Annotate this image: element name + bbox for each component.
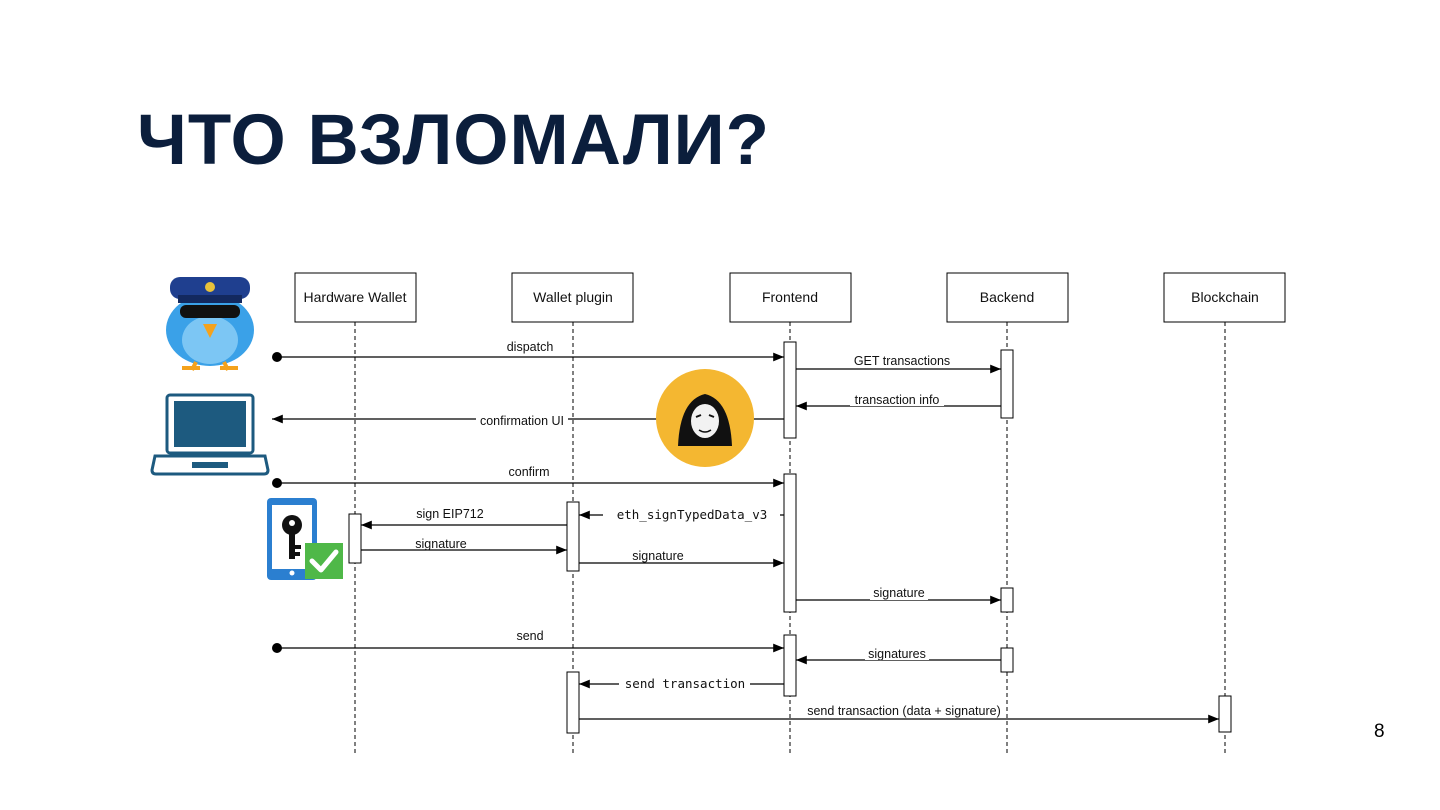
activation-bar	[566, 671, 580, 734]
message-label: sign EIP712	[416, 507, 483, 521]
activation-bar	[783, 634, 797, 697]
participant-label: Blockchain	[1191, 289, 1259, 305]
message-label: signature	[873, 586, 924, 600]
activation-bar	[1000, 587, 1014, 613]
message-label: send transaction	[625, 676, 745, 691]
activation-bar	[1218, 695, 1232, 733]
message-label: confirm	[509, 465, 550, 479]
participant-label: Hardware Wallet	[304, 289, 407, 305]
participant-label: Wallet plugin	[533, 289, 613, 305]
message-label: send	[516, 629, 543, 643]
participant-label: Backend	[980, 289, 1034, 305]
message-label: signatures	[868, 647, 926, 661]
message-label: dispatch	[507, 340, 554, 354]
message-label: GET transactions	[854, 354, 950, 368]
activation-bar	[348, 513, 362, 564]
participant-box-blockchain	[1163, 272, 1286, 323]
slide-title: ЧТО ВЗЛОМАЛИ?	[137, 101, 771, 180]
phone-key-check-icon	[267, 498, 343, 580]
participant-box-frontend	[729, 272, 852, 323]
activation-bar	[783, 473, 797, 613]
participant-box-hardware-wallet	[294, 272, 417, 323]
message-label: eth_signTypedData_v3	[617, 507, 768, 522]
message-label: transaction info	[855, 393, 940, 407]
participant-box-wallet-plugin	[511, 272, 634, 323]
page-number: 8	[1374, 721, 1385, 742]
participant-box-backend	[946, 272, 1069, 323]
activation-bar	[783, 341, 797, 439]
participant-label: Frontend	[762, 289, 818, 305]
message-label: signature	[415, 537, 466, 551]
message-label: confirmation UI	[480, 414, 564, 428]
message-label: signature	[632, 549, 683, 563]
activation-bar	[566, 501, 580, 572]
activation-bar	[1000, 349, 1014, 419]
anonymous-hacker-icon	[656, 369, 754, 467]
laptop-icon	[150, 393, 270, 476]
bird-police-icon	[166, 277, 254, 371]
activation-bar	[1000, 647, 1014, 673]
message-label: send transaction (data + signature)	[807, 704, 1001, 718]
